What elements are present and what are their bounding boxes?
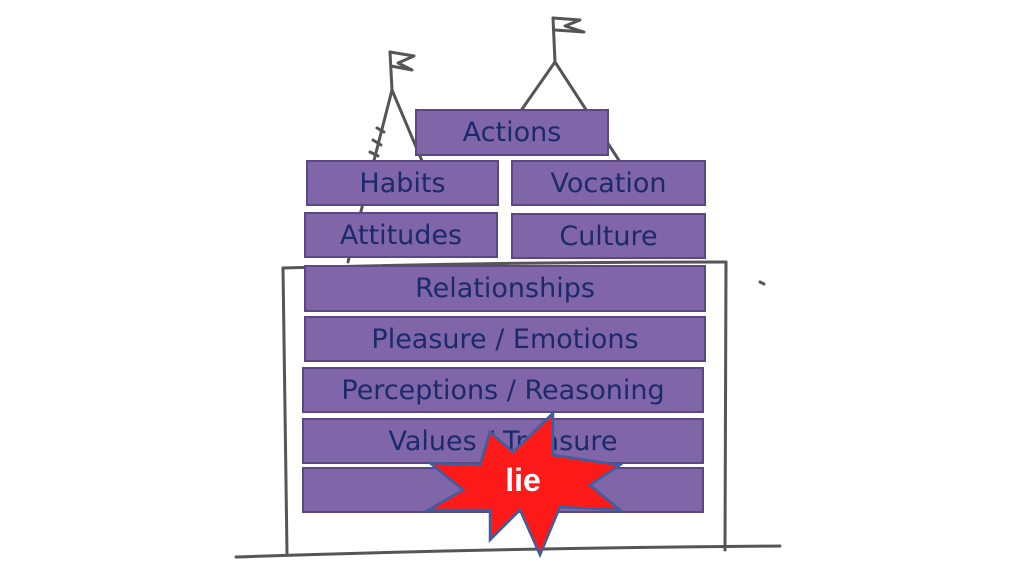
ground-line bbox=[234, 544, 782, 559]
block-actions: Actions bbox=[415, 109, 609, 156]
lie-label: lie bbox=[505, 462, 541, 498]
castle-wall-left bbox=[281, 266, 289, 555]
block-pleasure-emotions: Pleasure / Emotions bbox=[304, 316, 706, 362]
right-flagpole bbox=[551, 16, 557, 64]
left-flagpole bbox=[388, 50, 394, 92]
block-attitudes: Attitudes bbox=[304, 212, 498, 258]
left-tower-ladder bbox=[368, 126, 386, 158]
block-relationships: Relationships bbox=[304, 265, 706, 312]
block-values-treasure: Values / Treasure bbox=[302, 418, 704, 464]
block-perceptions-reasoning: Perceptions / Reasoning bbox=[302, 367, 704, 413]
castle-wall-right bbox=[723, 260, 728, 552]
sketch-mark bbox=[758, 280, 766, 286]
block-vocation: Vocation bbox=[511, 160, 706, 206]
left-flag bbox=[388, 50, 416, 72]
right-flag bbox=[551, 16, 586, 34]
block-culture: Culture bbox=[511, 213, 706, 259]
block-habits: Habits bbox=[306, 160, 499, 206]
